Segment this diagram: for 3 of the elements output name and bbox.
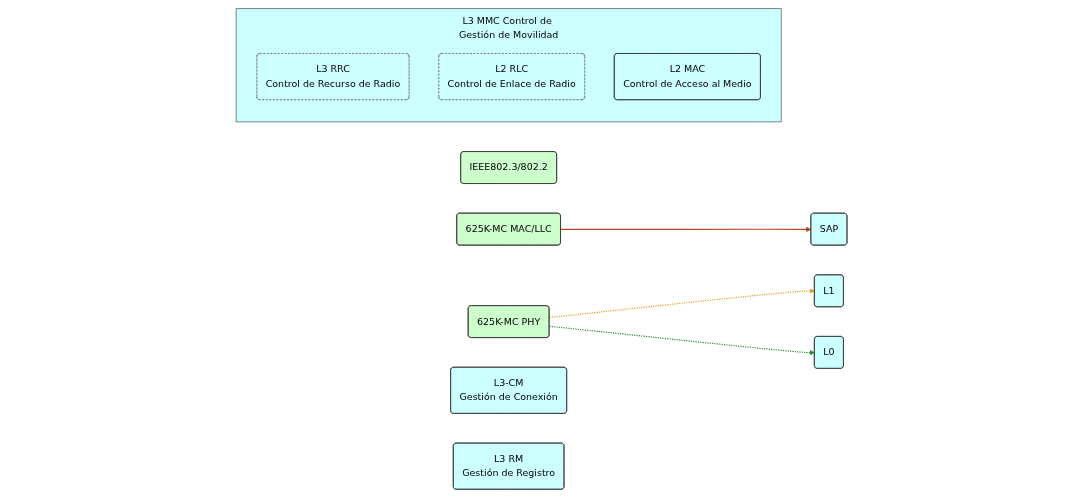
arrow [560, 226, 812, 232]
arrow [548, 325, 815, 355]
arrow [548, 287, 815, 318]
